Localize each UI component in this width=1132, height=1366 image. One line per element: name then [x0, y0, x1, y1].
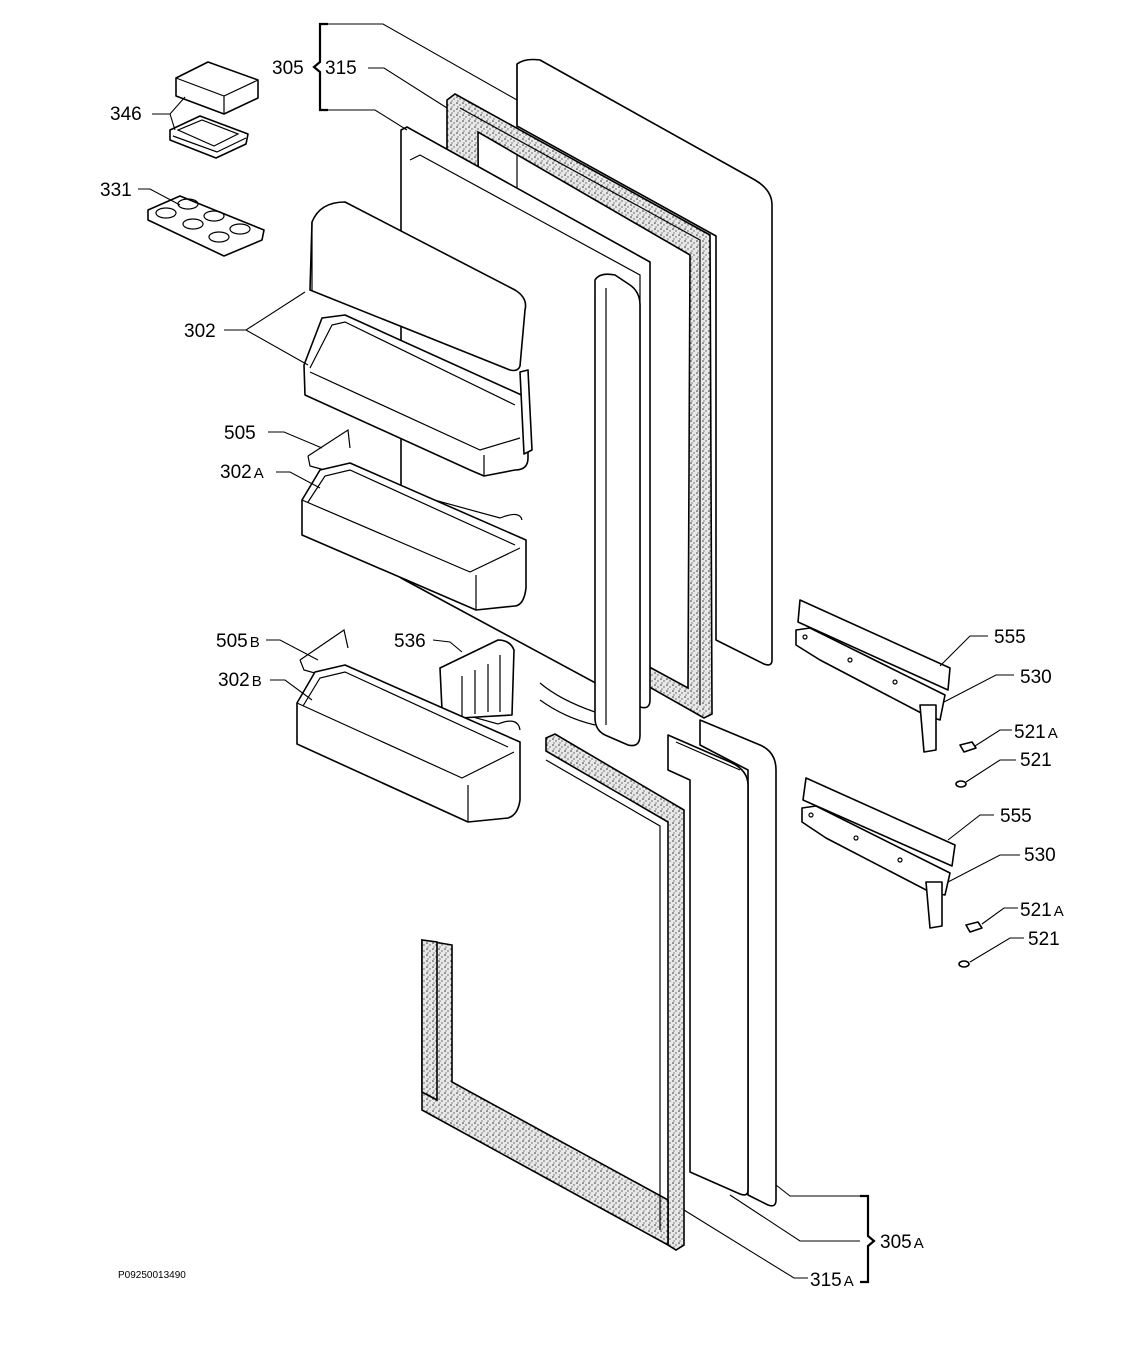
lower-hinge-530 [801, 805, 951, 929]
label-521-top: 521 [1020, 750, 1052, 771]
part-331-egg-tray [147, 195, 265, 257]
part-302a-balcony [301, 462, 527, 611]
upper-hinge-530 [795, 627, 946, 753]
label-302: 302 [184, 321, 216, 342]
label-555-top: 555 [994, 627, 1026, 648]
label-555-bot: 555 [1000, 806, 1032, 827]
part-505b-rail [299, 629, 521, 731]
label-530-top: 530 [1020, 667, 1052, 688]
label-505: 505 [224, 423, 256, 444]
part-302-dairy-compartment [303, 201, 533, 477]
lower-bush-521 [958, 960, 970, 968]
leader-lines [138, 23, 1024, 1279]
lower-hinge-cover-555 [802, 777, 956, 867]
lower-screw-521a [965, 921, 983, 933]
label-331: 331 [100, 180, 132, 201]
upper-hinge-cover-555 [797, 599, 951, 691]
part-346-box [169, 61, 259, 159]
brace-305 [312, 22, 328, 112]
label-305: 305 [272, 58, 304, 79]
part-302b-balcony [296, 664, 521, 823]
upper-door-outer-panel [516, 58, 773, 666]
label-315: 315 [325, 58, 357, 79]
label-536: 536 [394, 631, 426, 652]
brace-305a [860, 1194, 876, 1284]
upper-screw-521a [959, 741, 977, 753]
lower-door-gasket [421, 733, 685, 1251]
drawing-code: P09250013490 [118, 1270, 186, 1281]
upper-bush-521 [955, 780, 967, 788]
lower-door-outer-panel [667, 719, 777, 1207]
label-346: 346 [110, 104, 142, 125]
label-530-bot: 530 [1024, 845, 1056, 866]
label-521-bot: 521 [1028, 929, 1060, 950]
part-536-stopper [439, 639, 515, 719]
